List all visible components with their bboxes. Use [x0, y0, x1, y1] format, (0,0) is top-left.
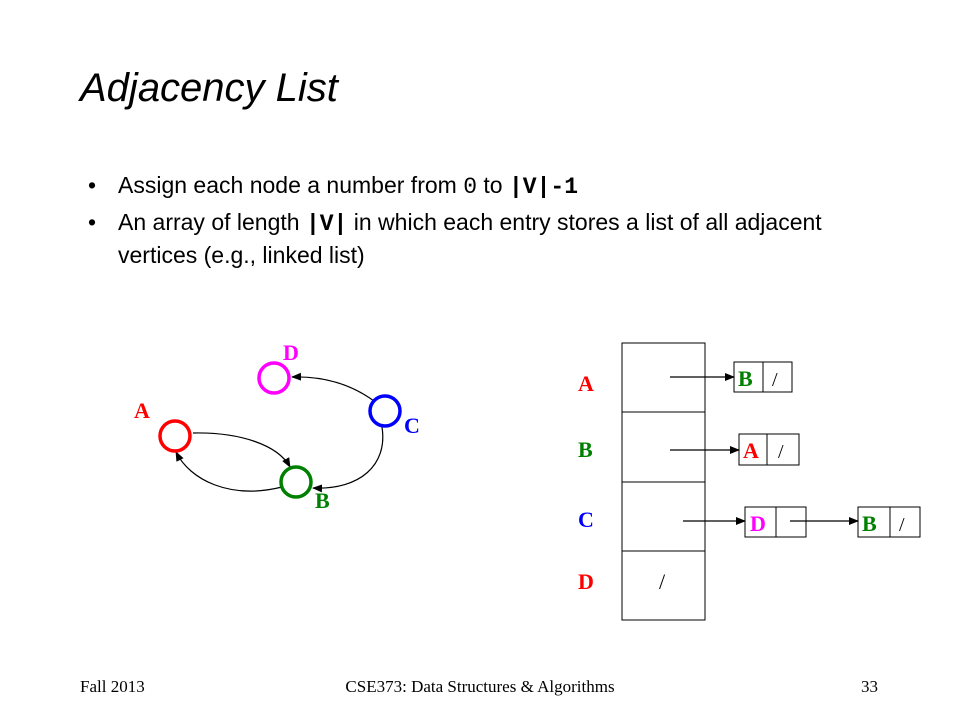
bullet-item: • Assign each node a number from 0 to |V… — [88, 170, 868, 203]
row-label-a: A — [578, 371, 594, 396]
edge-b-to-a — [175, 451, 283, 492]
node-label-d: D — [283, 340, 299, 365]
list-node-next: / — [772, 369, 778, 391]
bullet-text: in which each entry stores a list of all… — [118, 209, 822, 268]
row-label-d: D — [578, 569, 594, 594]
node-b — [279, 465, 313, 499]
row-label-c: C — [578, 507, 594, 532]
bullet-text: An array of length — [118, 209, 306, 235]
row-label-b: B — [578, 437, 593, 462]
list-node — [738, 433, 800, 466]
edge-a-to-b — [192, 432, 291, 468]
code-v-minus-one: |V|-1 — [508, 174, 578, 200]
list-node-value: A — [743, 438, 759, 463]
bullet-text: Assign each node a number from — [118, 172, 464, 198]
array-cell-b — [621, 411, 706, 483]
list-node-next: / — [899, 514, 905, 536]
array-cell-c — [621, 481, 706, 552]
node-d — [257, 361, 291, 395]
list-node-next: / — [778, 441, 784, 463]
slide-title: Adjacency List — [80, 66, 338, 110]
footer-term: Fall 2013 — [80, 677, 145, 696]
list-node-value: B — [862, 511, 877, 536]
bullet-dot-icon: • — [88, 209, 97, 235]
node-label-c: C — [404, 413, 420, 438]
edge-c-to-d — [291, 372, 375, 402]
node-c — [368, 394, 402, 428]
bullet-list: • Assign each node a number from 0 to |V… — [88, 170, 868, 275]
node-a — [158, 419, 192, 453]
bullet-text: to — [477, 172, 509, 198]
node-label-a: A — [134, 398, 150, 423]
list-node-value: D — [750, 511, 766, 536]
footer-course: CSE373: Data Structures & Algorithms — [345, 677, 615, 696]
edge-c-to-b — [312, 426, 384, 493]
list-node-value: B — [738, 366, 753, 391]
bullet-item: • An array of length |V| in which each e… — [88, 207, 868, 271]
footer-page-number: 33 — [861, 677, 878, 696]
list-node — [857, 506, 921, 538]
bullet-dot-icon: • — [88, 172, 97, 198]
null-marker: / — [659, 569, 666, 594]
code-zero: 0 — [463, 174, 478, 200]
node-label-b: B — [315, 488, 330, 513]
code-v: |V| — [305, 211, 348, 237]
array-cell-d — [621, 550, 706, 621]
